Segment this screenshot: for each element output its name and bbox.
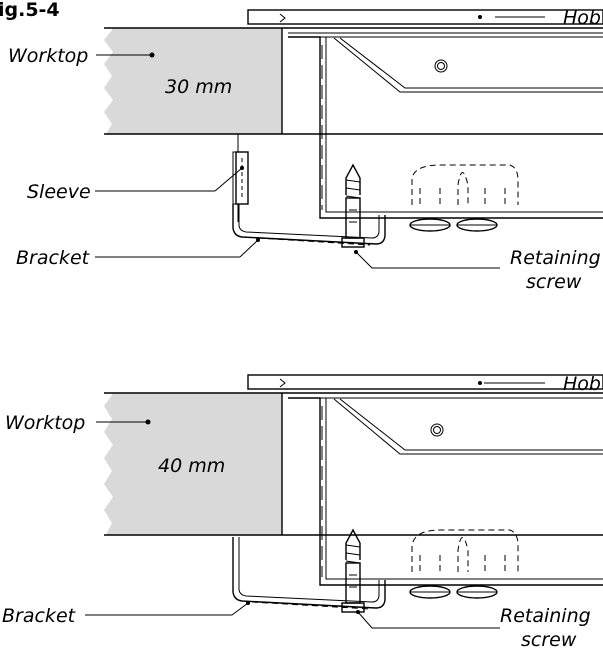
figure-title: ig.5-4 xyxy=(0,0,60,21)
label-thickness-2: 40 mm xyxy=(158,455,225,477)
bottom-assembly xyxy=(85,374,603,629)
screw-leader-2 xyxy=(357,611,500,629)
bracket-2 xyxy=(232,537,386,610)
label-sleeve: Sleeve xyxy=(27,181,91,203)
label-screw: screw xyxy=(526,271,582,293)
hob-plate xyxy=(247,9,603,38)
label-retaining: Retaining xyxy=(510,247,601,269)
label-hob-2: Hob xyxy=(563,373,601,395)
screw-leader xyxy=(355,251,500,269)
label-thickness: 30 mm xyxy=(165,76,232,98)
hob-casing-2 xyxy=(288,397,603,599)
sleeve xyxy=(232,134,249,222)
label-worktop: Worktop xyxy=(8,45,88,67)
label-hob: Hob xyxy=(563,7,601,29)
retaining-screw-2 xyxy=(341,528,365,614)
label-worktop-2: Worktop xyxy=(5,412,85,434)
label-bracket-2: Bracket xyxy=(2,605,77,627)
bracket xyxy=(232,204,386,246)
top-assembly xyxy=(95,9,603,269)
hob-casing xyxy=(288,36,603,232)
worktop-40mm xyxy=(104,392,603,536)
label-bracket: Bracket xyxy=(16,247,91,269)
retaining-screw xyxy=(341,163,365,254)
label-retaining-2: Retaining xyxy=(500,605,591,627)
hob-plate-2 xyxy=(247,374,603,399)
label-screw-2: screw xyxy=(521,629,577,651)
